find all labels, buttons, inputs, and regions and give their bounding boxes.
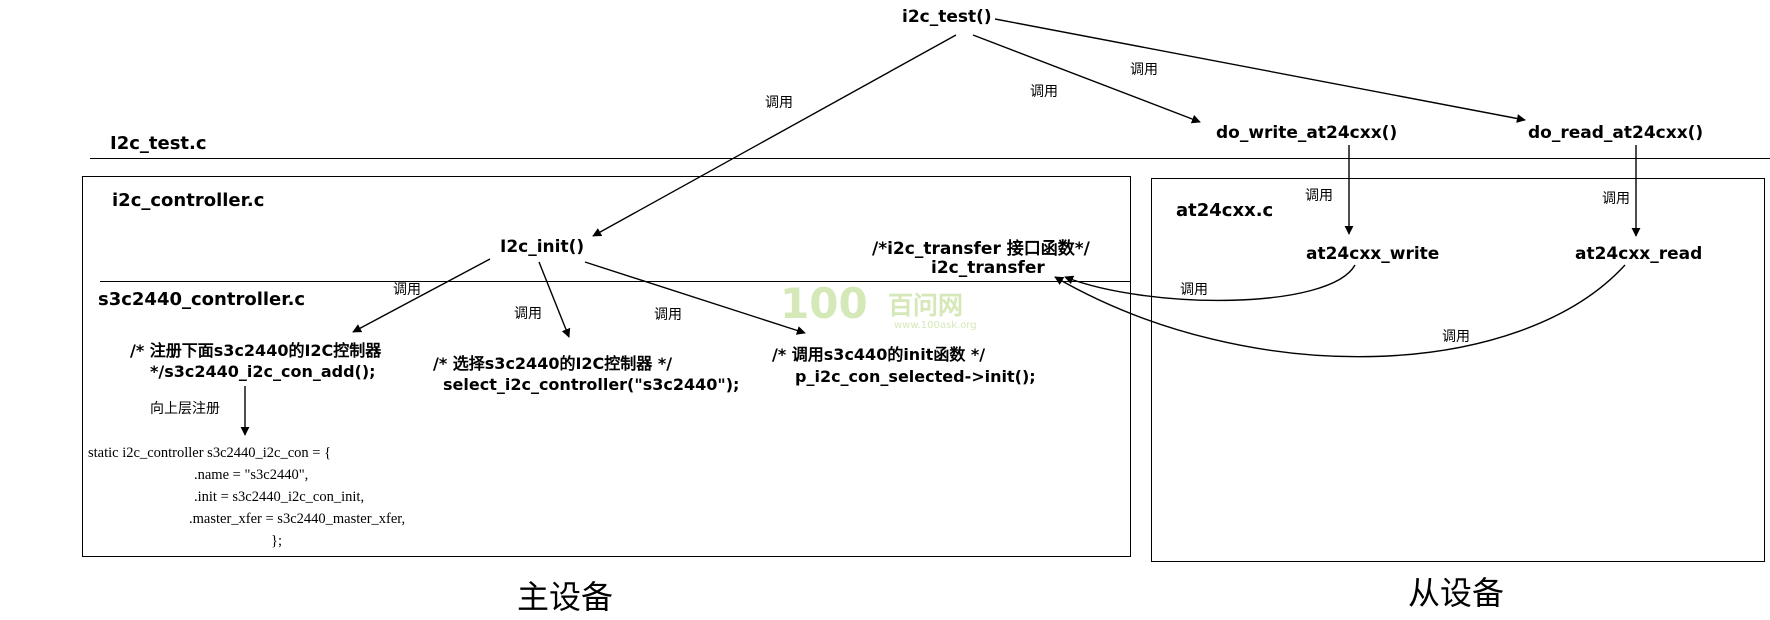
init-comment-line2: p_i2c_con_selected->init(); <box>795 367 1036 386</box>
slave-box <box>1151 178 1765 562</box>
arrow-init-to-select <box>538 261 571 338</box>
footer-master-device: 主设备 <box>517 578 614 616</box>
i2c-test-separator <box>90 158 1770 159</box>
file-label-i2c-controller: i2c_controller.c <box>112 190 265 211</box>
code-line: }; <box>271 533 282 549</box>
select-comment-line2: select_i2c_controller("s3c2440"); <box>443 375 740 394</box>
select-comment-line1: /* 选择s3c2440的I2C控制器 */ <box>433 354 673 373</box>
file-label-s3c2440-controller: s3c2440_controller.c <box>98 289 306 310</box>
node-i2c-init: I2c_init() <box>500 237 585 257</box>
watermark-url: www.100ask.org <box>894 320 977 331</box>
edge-label-call: 调用 <box>1602 191 1630 207</box>
node-at24cxx-write: at24cxx_write <box>1306 244 1440 264</box>
node-i2c-transfer: i2c_transfer <box>931 258 1045 278</box>
code-line: static i2c_controller s3c2440_i2c_con = … <box>88 445 332 461</box>
arrow-test-to-write <box>972 34 1201 124</box>
arrow-test-to-init <box>592 34 957 237</box>
register-upward-label: 向上层注册 <box>150 401 220 417</box>
footer-slave-device: 从设备 <box>1408 574 1505 612</box>
edge-label-call: 调用 <box>1130 62 1158 78</box>
master-box <box>82 176 1131 557</box>
edge-label-call: 调用 <box>1030 84 1058 100</box>
register-comment-line1: /* 注册下面s3c2440的I2C控制器 <box>130 341 382 360</box>
node-do-read-at24cxx: do_read_at24cxx() <box>1528 123 1704 143</box>
arrow-test-to-read <box>994 18 1526 123</box>
edge-label-call: 调用 <box>654 307 682 323</box>
s3c2440-separator <box>100 281 1131 282</box>
edge-label-call: 调用 <box>765 95 793 111</box>
edge-label-call: 调用 <box>514 306 542 322</box>
code-line: .name = "s3c2440", <box>194 467 309 483</box>
file-label-at24cxx: at24cxx.c <box>1176 200 1274 221</box>
edge-label-call: 调用 <box>393 282 421 298</box>
code-line: .master_xfer = s3c2440_master_xfer, <box>189 511 406 527</box>
edge-label-call: 调用 <box>1305 188 1333 204</box>
arrow-at24read-to-transfer <box>1054 264 1626 358</box>
watermark-brand: 百问网 <box>888 291 964 320</box>
edge-label-call: 调用 <box>1180 282 1208 298</box>
node-at24cxx-read: at24cxx_read <box>1575 244 1703 264</box>
file-label-i2c-test: I2c_test.c <box>110 133 207 154</box>
code-line: .init = s3c2440_i2c_con_init, <box>194 489 365 505</box>
arrow-at24write-to-transfer <box>1064 264 1356 302</box>
node-i2c-test: i2c_test() <box>902 7 992 27</box>
arrow-init-to-initcall <box>584 261 806 335</box>
edge-label-call: 调用 <box>1442 329 1470 345</box>
arrow-init-to-register <box>352 258 491 333</box>
register-comment-line2: */s3c2440_i2c_con_add(); <box>150 362 376 381</box>
node-do-write-at24cxx: do_write_at24cxx() <box>1216 123 1398 143</box>
node-i2c-transfer-comment: /*i2c_transfer 接口函数*/ <box>872 239 1090 259</box>
init-comment-line1: /* 调用s3c440的init函数 */ <box>772 345 986 364</box>
watermark-logo: 100 <box>780 279 868 328</box>
